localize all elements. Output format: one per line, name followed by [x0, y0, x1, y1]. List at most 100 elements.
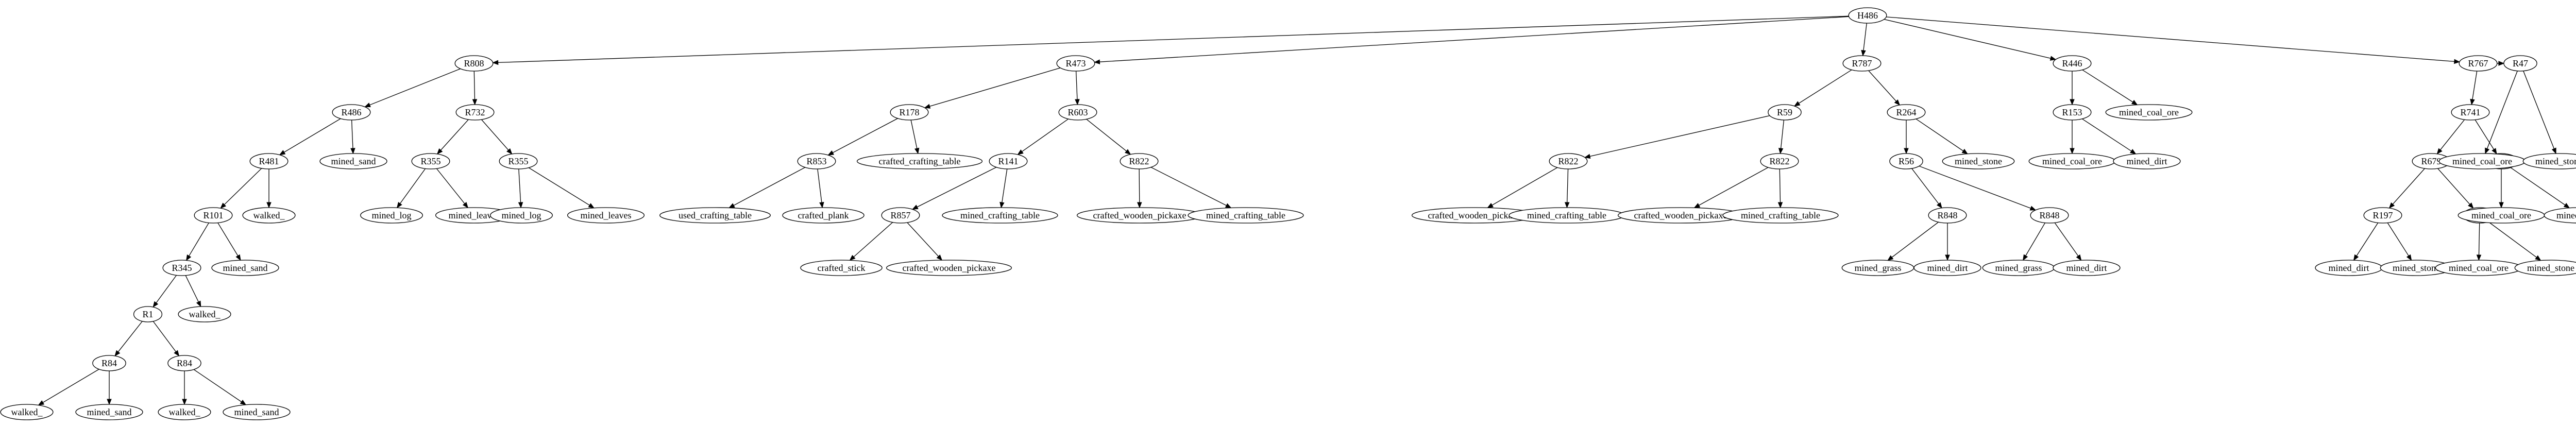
arrowhead: [350, 148, 355, 155]
node-label: walked_: [169, 407, 201, 417]
arrowhead: [2406, 254, 2412, 261]
arrowhead: [1584, 154, 1591, 159]
edge-r741-r679: [2436, 119, 2465, 155]
node-shape: [2113, 153, 2181, 169]
node-r59-822a: R822: [1549, 153, 1588, 169]
node-r787: R787: [1842, 55, 1882, 72]
node-r767: R767: [2459, 55, 2498, 72]
node-r59-822b-pick: crafted_wooden_pickaxe: [1617, 207, 1744, 224]
node-label: walked_: [189, 309, 221, 319]
node-label: mined_coal_ore: [2449, 263, 2509, 273]
node-label: crafted_wooden_pickaxe: [903, 263, 996, 273]
edge-r679-47-r679-47-coal: [2476, 223, 2482, 261]
arrowhead: [1693, 203, 1701, 209]
edge-r679-r197: [2388, 168, 2425, 209]
node-r355b-leaves: mined_leaves: [567, 207, 645, 224]
arrowhead: [196, 300, 201, 308]
arrowhead: [2454, 59, 2461, 64]
node-label: R741: [2460, 107, 2480, 117]
node-label: mined_dirt: [2127, 156, 2167, 166]
arrowhead: [235, 254, 241, 261]
edge-r178-r178-ct: [910, 120, 920, 155]
node-r481: R481: [249, 153, 289, 169]
arrowhead: [1017, 149, 1024, 155]
node-shape: [1188, 207, 1304, 224]
node-label: mined_stone: [2535, 156, 2576, 166]
node-shape: [659, 207, 771, 224]
arrowhead: [506, 148, 513, 155]
node-r767-47-stone: mined_stone: [2522, 153, 2576, 169]
edge-r59-822a-r59-822a-pick: [1487, 167, 1558, 209]
arrowhead: [1861, 50, 1866, 57]
arrowhead: [1904, 148, 1909, 155]
node-r446: R446: [2053, 55, 2092, 72]
edge-r1-r84b: [152, 321, 180, 356]
node-shape: [499, 153, 538, 169]
arrowhead: [174, 350, 180, 356]
arrowhead: [279, 150, 286, 156]
node-shape: [1120, 153, 1159, 169]
arrowhead: [1894, 99, 1901, 106]
node-r56: R56: [1889, 153, 1923, 169]
node-r1: R1: [133, 306, 163, 322]
node-r59: R59: [1768, 104, 1802, 121]
node-label: mined_coal_ore: [2471, 210, 2531, 220]
node-shape: [1887, 104, 1926, 121]
node-label: walked_: [11, 407, 43, 417]
edge-r787-r59: [1793, 70, 1852, 107]
node-label: mined_stone: [2393, 263, 2440, 273]
node-label: R141: [998, 156, 1018, 166]
node-label: R603: [1067, 107, 1088, 117]
edge-r197-r197-stone: [2387, 223, 2412, 261]
edge-h486-r767: [1886, 16, 2461, 64]
node-r264: R264: [1887, 104, 1926, 121]
node-shape: [2514, 260, 2576, 276]
edge-layer: [38, 15, 2570, 406]
edge-r84a-r84a-sand: [107, 371, 112, 405]
edge-r59-r59-822b: [1778, 120, 1785, 155]
node-shape: [856, 153, 983, 169]
edge-r141-r141-ct: [999, 168, 1008, 209]
node-label: R822: [1129, 156, 1149, 166]
node-shape: [490, 207, 553, 224]
node-label: mined_crafting_table: [1206, 210, 1285, 220]
node-r603-822: R822: [1120, 153, 1159, 169]
node-shape: [133, 306, 163, 322]
node-r264-stone: mined_stone: [1942, 153, 2015, 169]
node-label: used_crafting_table: [679, 210, 752, 220]
arrowhead: [2535, 255, 2541, 261]
node-shape: [249, 153, 289, 169]
edge-r446-r153: [2070, 71, 2075, 106]
node-r84a: R84: [92, 355, 126, 371]
node-r197: R197: [2363, 207, 2402, 224]
arrowhead: [2353, 254, 2359, 261]
arrowhead: [1075, 99, 1080, 106]
edge-r141-r857: [911, 167, 997, 210]
arrowhead: [2468, 202, 2474, 209]
node-shape: [2544, 207, 2576, 224]
node-label: mined_dirt: [1927, 263, 1968, 273]
arrowhead: [364, 103, 371, 108]
node-shape: [989, 153, 1028, 169]
edge-r603-822-r603-822-ct: [1150, 167, 1232, 209]
edge-r355b-r355b-leaves: [528, 167, 595, 209]
arrowhead: [266, 202, 272, 209]
node-label: mined_log: [372, 210, 412, 220]
node-shape: [1842, 55, 1882, 72]
node-shape: [1058, 104, 1097, 121]
node-label: R853: [806, 156, 826, 166]
node-shape: [1942, 153, 2015, 169]
node-label: R84: [101, 358, 117, 368]
arrowhead: [728, 203, 735, 209]
arrowhead: [588, 203, 595, 209]
arrowhead: [436, 148, 443, 155]
node-label: R679: [2421, 156, 2441, 166]
node-label: R56: [1899, 156, 1914, 166]
node-r141-ct: mined_crafting_table: [942, 207, 1058, 224]
edge-r264-r264-stone: [1916, 118, 1969, 155]
node-r603-822-ct: mined_crafting_table: [1188, 207, 1304, 224]
node-shape: [242, 207, 296, 224]
node-label: mined_crafting_table: [1741, 210, 1820, 220]
edge-r84b-r84b-walked: [182, 371, 187, 405]
edge-r808-r732: [472, 71, 478, 106]
